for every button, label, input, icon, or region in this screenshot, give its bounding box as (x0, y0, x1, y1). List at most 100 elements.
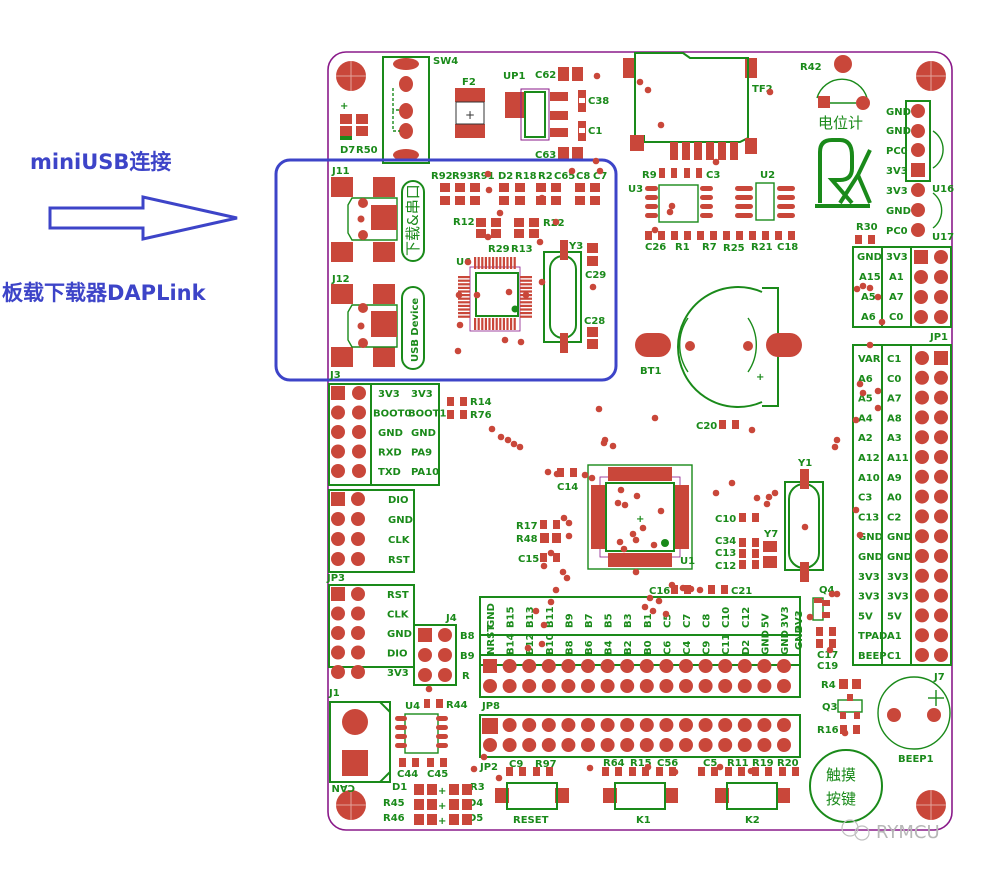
via (454, 347, 462, 355)
via (547, 549, 555, 557)
pin-label: DIO (387, 649, 408, 660)
q4-area: Q4 C17 C19 3V3 GND (794, 585, 838, 672)
svg-text:R14: R14 (470, 397, 492, 408)
pin-label: A9 (887, 473, 902, 484)
svg-text:C26: C26 (645, 242, 666, 253)
y3-crystal: Y3 C29 C28 (543, 240, 606, 353)
pin-label: 3V3 (378, 389, 400, 400)
svg-text:R: R (462, 671, 470, 682)
svg-text:UP1: UP1 (503, 71, 525, 82)
pin-label: CLK (387, 610, 410, 621)
pin-label: VAR (858, 354, 881, 365)
via (728, 479, 736, 487)
u1-main-mcu: + U1 C14 R17 R48 C15 (516, 464, 695, 570)
pin-pad (934, 588, 948, 603)
led-pad (462, 799, 472, 810)
up1-regulator: UP1 C62 C38 C1 C63 (503, 67, 609, 161)
pin-pad (331, 405, 345, 420)
via (505, 288, 513, 296)
svg-text:D2: D2 (498, 171, 513, 182)
svg-text:D1: D1 (392, 782, 407, 793)
pin-pad (331, 645, 345, 660)
pin-label: GND (858, 552, 883, 563)
bt1-battery-holder: + BT1 C20 (635, 286, 802, 432)
pin-label: A1 (887, 631, 902, 642)
pin-pad (331, 425, 345, 439)
qfp-pin (492, 257, 495, 269)
via (510, 440, 518, 448)
pin-pad (639, 659, 654, 673)
svg-text:R42: R42 (800, 62, 822, 73)
led-array: D1 R45 R46 R3 D4 D5 +++ (383, 782, 485, 827)
svg-text:C28: C28 (584, 316, 605, 327)
via (563, 574, 571, 582)
via (636, 78, 644, 86)
pin-pad (541, 679, 556, 693)
svg-text:R9: R9 (642, 170, 657, 181)
svg-text:R7: R7 (702, 242, 717, 253)
via (596, 167, 604, 175)
via (644, 86, 652, 94)
pin-pad (934, 648, 948, 662)
qfp-pin (520, 315, 532, 318)
via (649, 607, 657, 615)
via (712, 158, 720, 166)
via (496, 209, 504, 217)
vias (425, 72, 886, 782)
via (609, 442, 617, 450)
pin-pad (351, 587, 365, 601)
pin-pad (522, 679, 537, 693)
svg-text:U4: U4 (405, 701, 420, 712)
via (592, 157, 600, 165)
pin-label: C1 (887, 651, 901, 662)
svg-text:U6: U6 (456, 257, 471, 268)
svg-text:C8: C8 (576, 171, 590, 182)
qfp-pin (520, 276, 532, 279)
pin-pad (351, 492, 365, 506)
pin-label: 5V (887, 611, 902, 622)
pin-label: B3 (623, 613, 634, 628)
qfp-pin (458, 283, 470, 286)
pin-label: 3V3 (887, 572, 909, 583)
via (641, 603, 649, 611)
u17-header: 3V3 GND PC0 U17 (886, 183, 954, 243)
svg-text:U17: U17 (932, 232, 954, 243)
via (828, 590, 836, 598)
pin-label: 3V3 (858, 572, 880, 583)
svg-text:C65: C65 (554, 171, 575, 182)
pin-pad (620, 718, 635, 732)
svg-text:K1: K1 (636, 815, 651, 826)
pin-pad (718, 718, 733, 732)
svg-text:K2: K2 (745, 815, 760, 826)
svg-text:R17: R17 (516, 521, 538, 532)
pin-label: GND (378, 428, 403, 439)
pin-label: PA9 (411, 448, 432, 459)
via (841, 729, 849, 737)
svg-text:+: + (465, 108, 475, 122)
pin-label: A2 (858, 433, 873, 444)
pin-label: B6 (584, 640, 595, 655)
pin-pad (777, 738, 791, 752)
pin-label: A10 (858, 473, 880, 484)
svg-text:U1: U1 (680, 556, 695, 567)
pin-pad (600, 738, 615, 752)
pin-pad (737, 738, 752, 752)
svg-text:Q3: Q3 (822, 702, 838, 713)
svg-text:R30: R30 (856, 222, 878, 233)
pin-pad (915, 410, 929, 425)
pin-pad (934, 270, 948, 284)
pin-pad (659, 659, 674, 673)
via (614, 499, 622, 507)
pin-pad (915, 370, 929, 385)
k1-button: K1 (603, 782, 678, 826)
via (668, 581, 676, 589)
pin-label: B7 (584, 613, 595, 628)
pin-pad (502, 679, 517, 693)
svg-text:R76: R76 (470, 410, 492, 421)
via (655, 597, 663, 605)
pin-label: RST (388, 555, 410, 566)
daplink-highlight-box (274, 158, 618, 382)
pin-label: 5V (760, 613, 771, 628)
pin-label: C5 (662, 614, 673, 628)
